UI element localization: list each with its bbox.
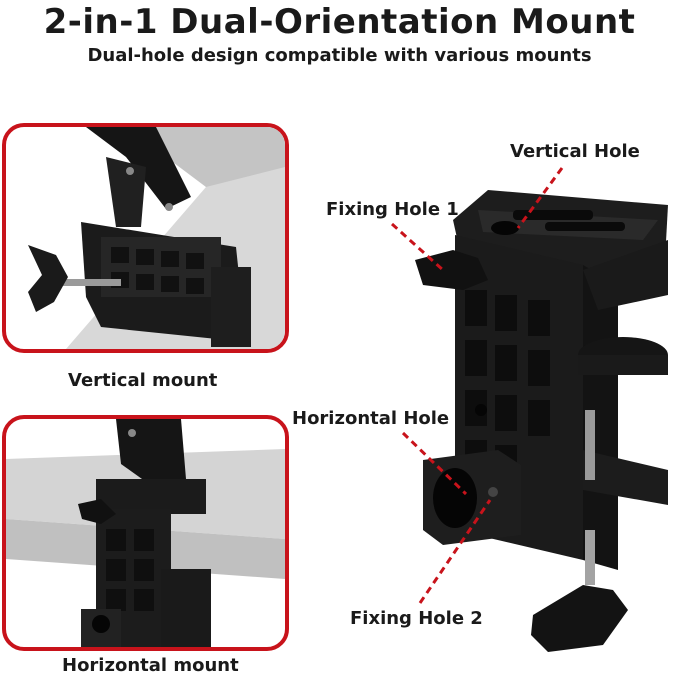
horizontal-hole-label: Horizontal Hole bbox=[292, 408, 450, 429]
page-subtitle: Dual-hole design compatible with various… bbox=[87, 45, 592, 66]
vertical-mount-panel bbox=[2, 123, 289, 353]
horizontal-mount-panel bbox=[2, 415, 289, 651]
horizontal-hole-shape bbox=[433, 468, 477, 528]
page-title: 2-in-1 Dual-Orientation Mount bbox=[43, 2, 636, 42]
vertical-hole-label: Vertical Hole bbox=[510, 141, 640, 162]
main-mount-illustration bbox=[415, 190, 668, 652]
fixing-hole-1-label: Fixing Hole 1 bbox=[326, 199, 459, 220]
horizontal-mount-caption: Horizontal mount bbox=[62, 655, 239, 676]
vertical-mount-illustration bbox=[28, 127, 285, 349]
vertical-mount-caption: Vertical mount bbox=[68, 370, 218, 391]
fixing-hole-2-label: Fixing Hole 2 bbox=[350, 608, 483, 629]
horizontal-mount-illustration bbox=[6, 419, 285, 647]
vertical-hole-shape bbox=[491, 221, 519, 235]
